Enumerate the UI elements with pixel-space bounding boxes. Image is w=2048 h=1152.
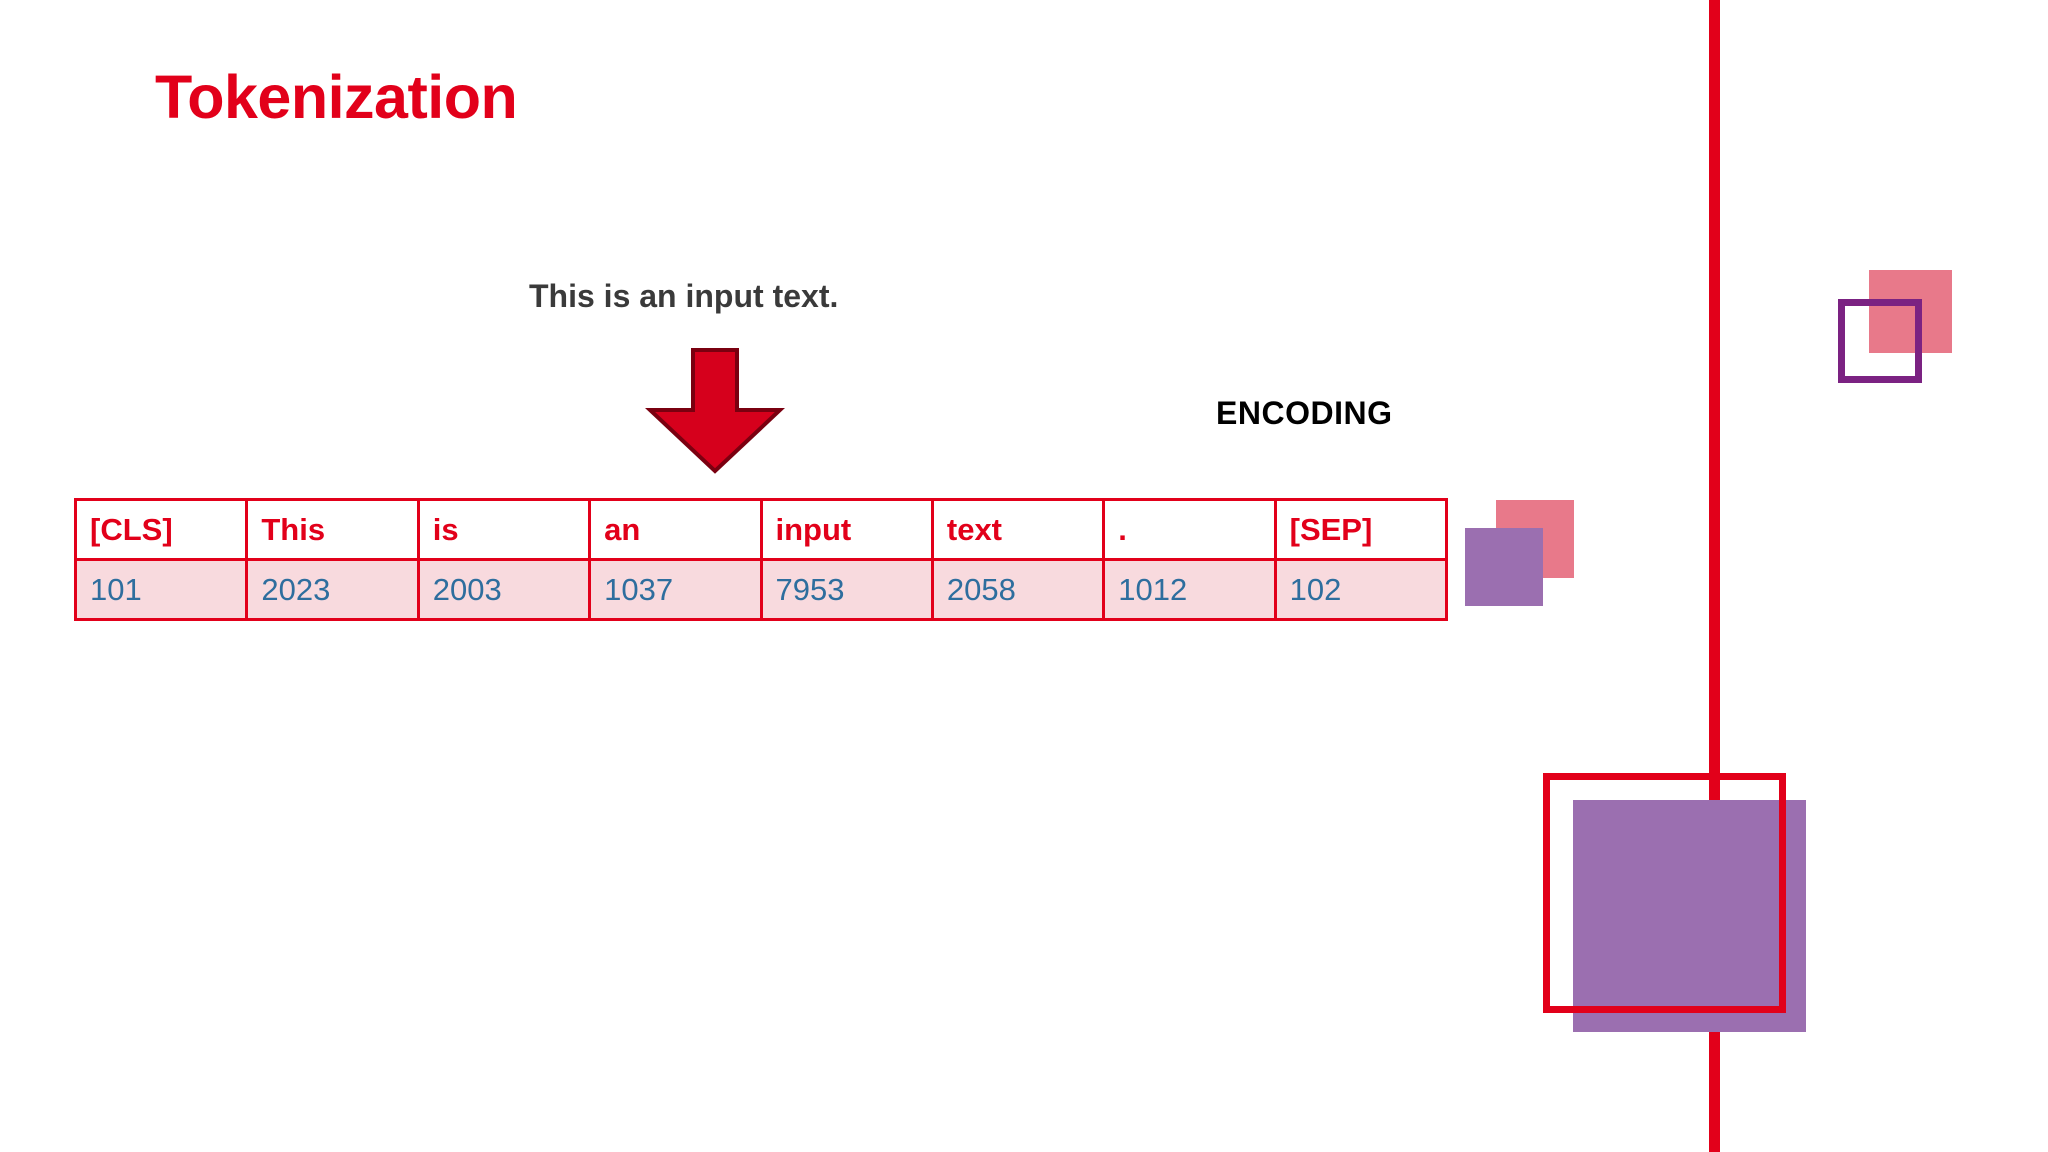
tokenization-table: [CLS] This is an input text . [SEP] 101 …	[73, 498, 1449, 621]
table-row-token-ids: 101 2023 2003 1037 7953 2058 1012 102	[73, 558, 1449, 621]
red-outline-square-decoration-bottom-right	[1543, 773, 1786, 1013]
input-text-label: This is an input text.	[529, 278, 839, 314]
table-cell-token-0: [CLS]	[73, 498, 249, 561]
table-cell-token-7: [SEP]	[1273, 498, 1449, 561]
table-row-tokens: [CLS] This is an input text . [SEP]	[73, 498, 1449, 561]
encoding-label: ENCODING	[1216, 395, 1393, 431]
table-cell-id-0: 101	[73, 558, 249, 621]
table-cell-id-2: 2003	[416, 558, 592, 621]
table-cell-token-5: text	[930, 498, 1106, 561]
table-cell-token-1: This	[245, 498, 420, 561]
purple-filled-square-decoration-mid-right	[1465, 528, 1543, 606]
table-cell-token-2: is	[416, 498, 592, 561]
table-cell-id-3: 1037	[588, 558, 763, 621]
table-cell-token-4: input	[759, 498, 934, 561]
table-cell-id-7: 102	[1273, 558, 1449, 621]
table-cell-token-6: .	[1102, 498, 1277, 561]
page-title: Tokenization	[155, 63, 518, 131]
purple-filled-square-decoration-bottom-right	[1573, 800, 1806, 1032]
table-cell-token-3: an	[588, 498, 763, 561]
table-cell-id-5: 2058	[930, 558, 1106, 621]
down-arrow-icon	[644, 347, 786, 474]
purple-outline-square-decoration-top-right	[1838, 299, 1922, 383]
table-cell-id-6: 1012	[1102, 558, 1277, 621]
table-cell-id-4: 7953	[759, 558, 934, 621]
pink-filled-square-decoration-top-right	[1869, 270, 1952, 353]
table-cell-id-1: 2023	[245, 558, 420, 621]
vertical-red-line-decoration	[1709, 0, 1720, 1152]
